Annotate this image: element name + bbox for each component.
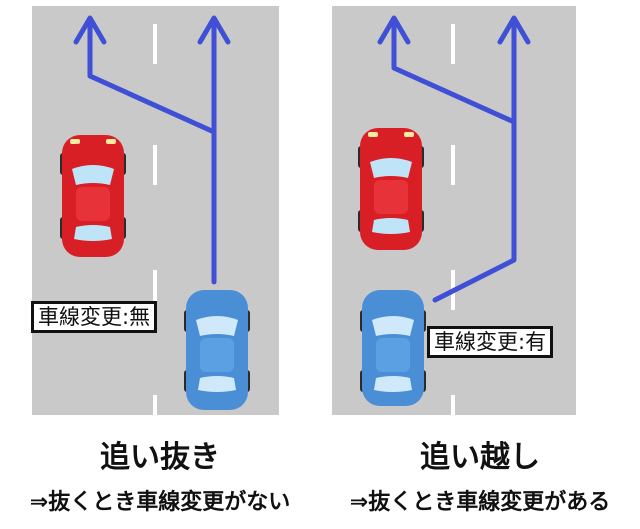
- lane-divider: [153, 24, 157, 415]
- panel-overtaking-no-lane-change: 車線変更:無 追い抜き ⇒抜くとき車線変更がない: [29, 6, 291, 515]
- panel-subtitle: ⇒抜くとき車線変更がない: [29, 490, 291, 515]
- path-arrows: [377, 15, 531, 303]
- panel-subtitle: ⇒抜くとき車線変更がある: [349, 490, 611, 515]
- lead-car-red: [358, 128, 424, 250]
- overtaking-car-blue: [184, 290, 250, 410]
- panel-title: 追い越し: [420, 440, 540, 475]
- road-diagram: [32, 6, 279, 415]
- lane-change-label: 車線変更:無: [31, 301, 158, 333]
- panel-passing-with-lane-change: 車線変更:有 追い越し ⇒抜くとき車線変更がある: [320, 0, 640, 529]
- overtaking-car-blue: [360, 290, 426, 406]
- path-arrows: [73, 15, 231, 285]
- lead-car-red: [60, 135, 126, 257]
- panel-title: 追い抜き: [100, 440, 220, 475]
- lane-change-label: 車線変更:有: [427, 326, 554, 358]
